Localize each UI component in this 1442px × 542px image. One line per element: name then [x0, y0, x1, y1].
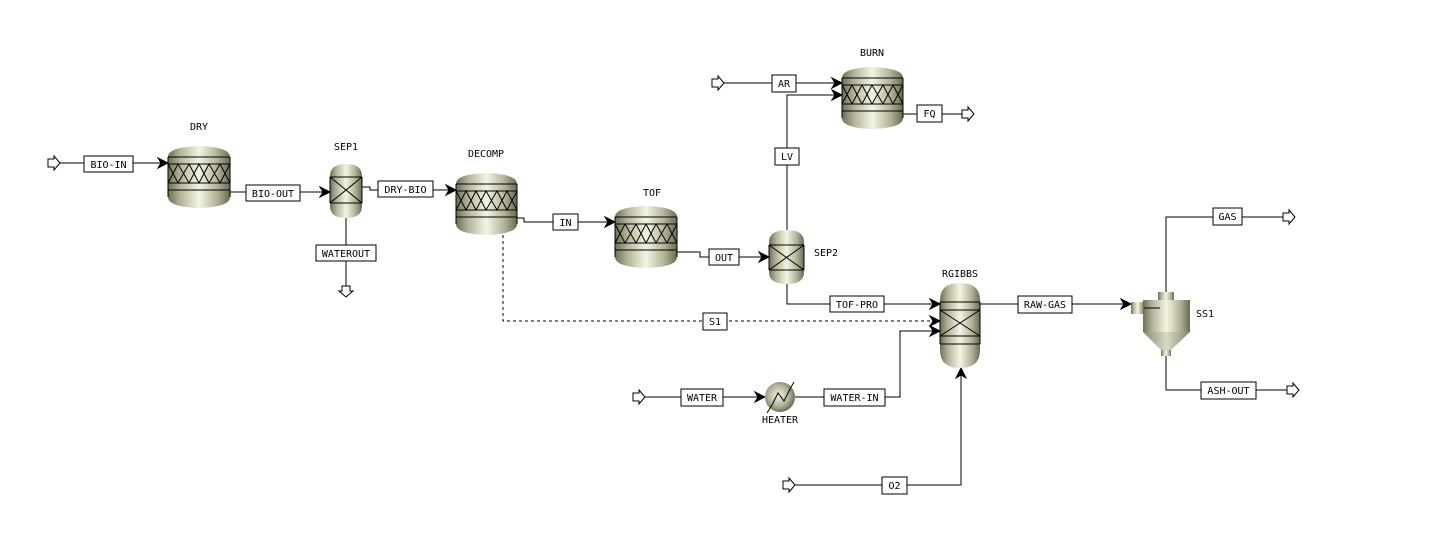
stream-bio-in[interactable]: BIO-IN: [83, 155, 134, 173]
block-label-sep1: SEP1: [334, 142, 358, 153]
arrow-icon: [757, 250, 771, 264]
block-burn[interactable]: [841, 67, 904, 129]
block-label-ss1: SS1: [1196, 309, 1214, 320]
stream-in[interactable]: IN: [552, 213, 579, 231]
stream-gas[interactable]: GAS: [1212, 207, 1243, 226]
stream-lines: [60, 82, 1287, 486]
stream-ar[interactable]: AR: [771, 74, 797, 93]
block-label-decomp: DECOMP: [468, 149, 504, 160]
stream-label-lv: LV: [781, 152, 793, 163]
stream-bio-out[interactable]: BIO-OUT: [245, 184, 301, 202]
arrow-icon: [928, 324, 942, 338]
block-label-sep2: SEP2: [814, 248, 838, 259]
arrow-icon: [830, 76, 844, 90]
port-arrows: [47, 74, 1300, 494]
arrow-icon: [1119, 297, 1133, 311]
arrow-icon: [753, 390, 767, 404]
block-label-tof: TOF: [643, 188, 661, 199]
stream-label-dry-bio: DRY-BIO: [384, 185, 426, 196]
feed-arrow-icon[interactable]: [782, 476, 796, 494]
stream-label-ar: AR: [778, 79, 791, 90]
stream-tof-pro[interactable]: TOF-PRO: [829, 295, 885, 313]
stream-s1[interactable]: S1: [702, 312, 728, 331]
stream-line-water-in[interactable]: [795, 330, 940, 398]
stream-dry-bio[interactable]: DRY-BIO: [377, 180, 434, 198]
stream-label-waterout: WATEROUT: [322, 249, 370, 260]
block-tof[interactable]: [614, 206, 678, 268]
arrowheads: [156, 76, 1133, 404]
stream-label-bio-out: BIO-OUT: [252, 189, 294, 200]
stream-line-tof-pro[interactable]: [786, 284, 940, 305]
stream-label-in: IN: [559, 218, 571, 229]
stream-label-fq: FQ: [923, 109, 935, 120]
block-sep2[interactable]: [768, 230, 805, 284]
stream-lv[interactable]: LV: [774, 147, 800, 166]
block-heater[interactable]: [765, 381, 795, 414]
arrow-icon: [954, 366, 968, 380]
stream-label-water-in: WATER-IN: [830, 393, 878, 404]
block-dry[interactable]: [167, 146, 231, 208]
block-label-heater: HEATER: [762, 415, 799, 426]
stream-labels: BIO-IN BIO-OUT DRY-BIO WATEROUT IN OUT L…: [83, 74, 1257, 495]
block-sep1[interactable]: [329, 164, 363, 218]
arrow-icon: [318, 185, 332, 199]
stream-label-raw-gas: RAW-GAS: [1024, 300, 1066, 311]
stream-line-gas[interactable]: [1165, 216, 1283, 292]
stream-line-o2[interactable]: [795, 368, 962, 486]
feed-arrow-icon[interactable]: [711, 74, 725, 92]
block-label-burn: BURN: [860, 48, 884, 59]
stream-label-gas: GAS: [1218, 212, 1236, 223]
product-arrow-icon[interactable]: [1286, 381, 1300, 399]
block-ss1[interactable]: [1131, 292, 1190, 356]
stream-label-bio-in: BIO-IN: [90, 160, 126, 171]
block-decomp[interactable]: [455, 173, 518, 235]
arrow-icon: [156, 156, 170, 170]
stream-o2[interactable]: O2: [881, 476, 908, 495]
stream-water-in[interactable]: WATER-IN: [823, 388, 886, 407]
stream-fq[interactable]: FQ: [916, 104, 943, 123]
arrow-icon: [444, 183, 458, 197]
stream-ash-out[interactable]: ASH-OUT: [1200, 381, 1257, 400]
product-arrow-icon[interactable]: [337, 285, 355, 298]
arrow-icon: [928, 297, 942, 311]
stream-label-tof-pro: TOF-PRO: [836, 300, 878, 311]
stream-raw-gas[interactable]: RAW-GAS: [1017, 295, 1073, 314]
arrow-icon: [928, 314, 942, 328]
feed-arrow-icon[interactable]: [632, 388, 646, 406]
product-arrow-icon[interactable]: [1282, 208, 1296, 226]
product-arrow-icon[interactable]: [961, 105, 975, 123]
stream-waterout[interactable]: WATEROUT: [315, 244, 377, 262]
stream-label-o2: O2: [888, 481, 900, 492]
stream-label-ash-out: ASH-OUT: [1207, 386, 1249, 397]
stream-label-s1: S1: [709, 317, 721, 328]
stream-line-s1[interactable]: [502, 235, 940, 322]
stream-label-water: WATER: [687, 393, 718, 404]
feed-arrow-icon[interactable]: [47, 154, 61, 172]
stream-out[interactable]: OUT: [708, 248, 740, 266]
stream-water[interactable]: WATER: [680, 388, 724, 407]
arrow-icon: [603, 215, 617, 229]
block-rgibbs[interactable]: [939, 283, 981, 368]
arrow-icon: [830, 88, 844, 102]
block-label-dry: DRY: [190, 122, 208, 133]
stream-label-out: OUT: [715, 253, 733, 264]
block-label-rgibbs: RGIBBS: [942, 269, 978, 280]
stream-line-lv[interactable]: [786, 94, 842, 230]
